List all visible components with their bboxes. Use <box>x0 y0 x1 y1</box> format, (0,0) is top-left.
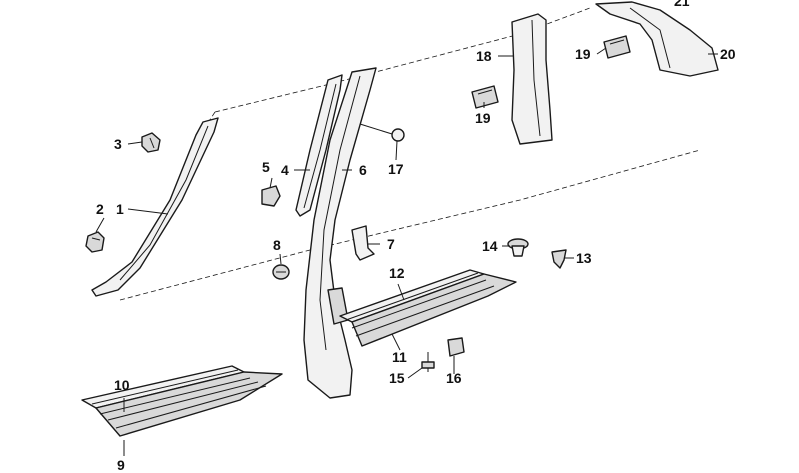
callout-11: 11 <box>392 349 407 365</box>
part-3-clip <box>141 132 161 153</box>
callout-9: 9 <box>117 457 125 473</box>
callout-5: 5 <box>262 159 270 175</box>
part-2-clip <box>85 231 105 253</box>
callout-10: 10 <box>114 377 130 393</box>
part-12-sill-plate <box>339 269 517 347</box>
callout-7: 7 <box>387 236 395 252</box>
leader-lines <box>95 47 718 456</box>
part-20-rear-pillar-trim <box>595 1 719 77</box>
callout-1: 1 <box>116 201 124 217</box>
part-10-sill-plate <box>81 365 283 437</box>
part-7-cover <box>351 225 375 261</box>
callout-13: 13 <box>576 250 592 266</box>
part-8-grommet <box>272 264 290 280</box>
part-5-clip <box>261 185 281 207</box>
part-16-clip <box>447 337 465 357</box>
callout-14: 14 <box>482 238 498 254</box>
callout-4: 4 <box>281 162 289 178</box>
part-15-stud <box>421 352 435 372</box>
callout-6: 6 <box>359 162 367 178</box>
callout-21: 21 <box>674 0 690 9</box>
part-19-clip-lower <box>471 85 499 109</box>
callout-2: 2 <box>96 201 104 217</box>
part-14-clip <box>507 238 529 257</box>
callout-15: 15 <box>389 370 405 386</box>
callout-8: 8 <box>273 237 281 253</box>
part-17-screw <box>359 123 405 142</box>
callout-17: 17 <box>388 161 404 177</box>
callout-19-lower: 19 <box>475 110 491 126</box>
callout-20: 20 <box>720 46 736 62</box>
part-18-c-pillar-trim <box>511 13 553 145</box>
callout-labels: 1 2 3 4 5 6 7 8 9 10 11 12 13 14 15 16 1… <box>96 0 736 473</box>
callout-12: 12 <box>389 265 405 281</box>
callout-3: 3 <box>114 136 122 152</box>
part-19-clip-upper <box>603 35 631 59</box>
callout-16: 16 <box>446 370 462 386</box>
part-13-clip <box>551 249 567 269</box>
callout-18: 18 <box>476 48 492 64</box>
callout-19-upper: 19 <box>575 46 591 62</box>
part-1-a-pillar-trim <box>91 117 219 297</box>
body-reference-lines <box>119 7 701 301</box>
